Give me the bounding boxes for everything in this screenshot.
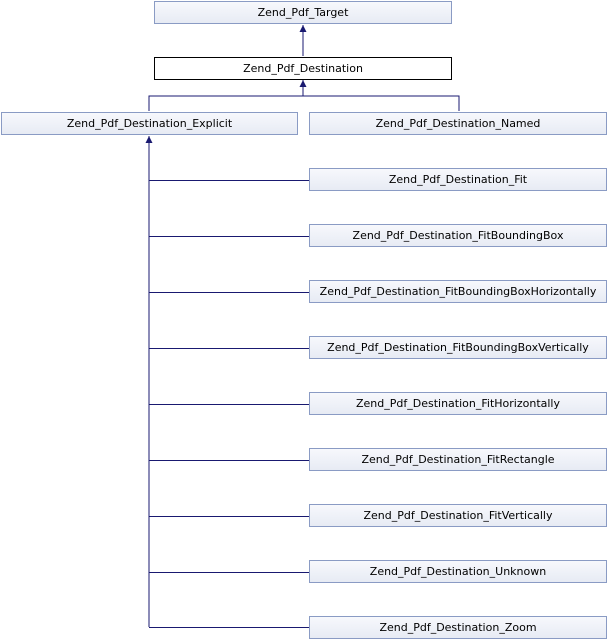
edge-explicit-named-to-destination bbox=[148, 95, 460, 111]
node-zend-pdf-destination[interactable]: Zend_Pdf_Destination bbox=[154, 57, 452, 80]
node-destination-fit-bounding-box[interactable]: Zend_Pdf_Destination_FitBoundingBox bbox=[309, 224, 607, 247]
node-destination-fit-rectangle[interactable]: Zend_Pdf_Destination_FitRectangle bbox=[309, 448, 607, 471]
node-destination-explicit[interactable]: Zend_Pdf_Destination_Explicit bbox=[1, 112, 298, 135]
node-destination-fit[interactable]: Zend_Pdf_Destination_Fit bbox=[309, 168, 607, 191]
node-destination-zoom[interactable]: Zend_Pdf_Destination_Zoom bbox=[309, 616, 607, 639]
arrowhead-destination bbox=[299, 80, 307, 87]
subclass-branches bbox=[149, 180, 309, 628]
node-zend-pdf-target[interactable]: Zend_Pdf_Target bbox=[154, 1, 452, 24]
node-destination-fit-horizontally[interactable]: Zend_Pdf_Destination_FitHorizontally bbox=[309, 392, 607, 415]
arrowhead-target bbox=[299, 25, 307, 32]
node-destination-named[interactable]: Zend_Pdf_Destination_Named bbox=[309, 112, 607, 135]
arrowhead-explicit bbox=[145, 136, 153, 143]
node-destination-fit-vertically[interactable]: Zend_Pdf_Destination_FitVertically bbox=[309, 504, 607, 527]
node-destination-fit-bounding-box-horizontally[interactable]: Zend_Pdf_Destination_FitBoundingBoxHoriz… bbox=[309, 280, 607, 303]
node-destination-unknown[interactable]: Zend_Pdf_Destination_Unknown bbox=[309, 560, 607, 583]
node-destination-fit-bounding-box-vertically[interactable]: Zend_Pdf_Destination_FitBoundingBoxVerti… bbox=[309, 336, 607, 359]
